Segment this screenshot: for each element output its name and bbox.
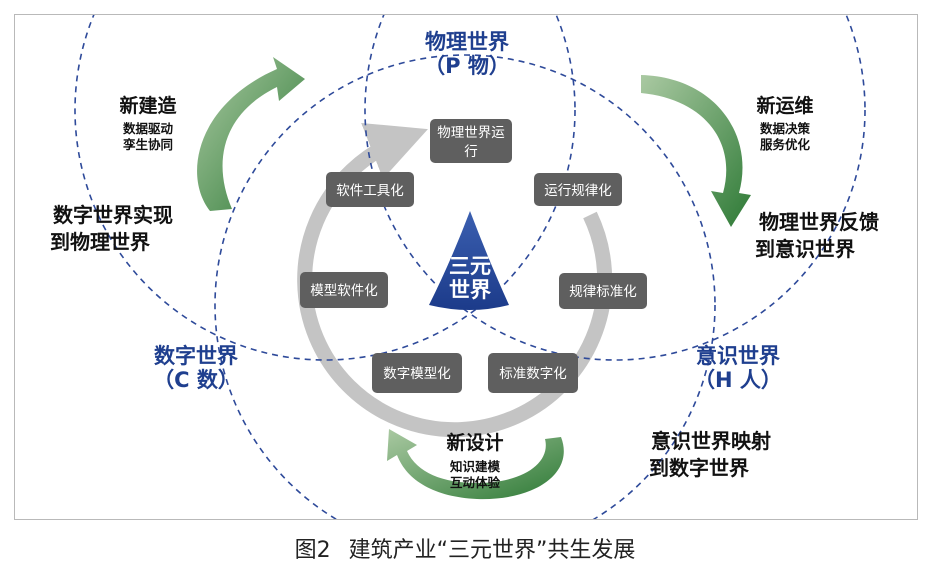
- svg-text:运行规律化: 运行规律化: [544, 183, 612, 199]
- build-line1: 数据驱动: [122, 121, 174, 136]
- cycle-box: 标准数字化: [488, 353, 578, 393]
- cycle-ring: [297, 123, 613, 438]
- design-title: 新设计: [446, 431, 503, 454]
- consciousness-world-name: 意识世界: [696, 344, 780, 368]
- svg-text:软件工具化: 软件工具化: [336, 183, 404, 199]
- cycle-box: 软件工具化: [326, 172, 414, 207]
- consciousness-world-code: （H 人）: [694, 368, 782, 392]
- svg-text:标准数字化: 标准数字化: [499, 366, 567, 382]
- build-arrow: [197, 57, 305, 211]
- physical-world-name: 物理世界: [425, 30, 509, 54]
- flow-consciousness-digital-2: 到数字世界: [649, 456, 749, 480]
- operate-line2: 服务优化: [760, 137, 811, 152]
- caption-title: 建筑产业“三元世界”共生发展: [348, 538, 636, 563]
- svg-text:行: 行: [464, 144, 478, 160]
- digital-world-name: 数字世界: [154, 344, 238, 368]
- cycle-box: 物理世界运 行: [430, 119, 512, 163]
- physical-world-code: （P 物）: [424, 54, 510, 78]
- cycle-box: 运行规律化: [534, 173, 622, 206]
- svg-text:物理世界运: 物理世界运: [437, 125, 505, 141]
- cycle-box: 数字模型化: [372, 353, 462, 393]
- design-arrow: [387, 429, 564, 500]
- caption-figure-number: 图2: [294, 538, 331, 563]
- svg-text:模型软件化: 模型软件化: [310, 283, 378, 299]
- design-line2: 互动体验: [450, 475, 501, 490]
- cycle-box: 规律标准化: [559, 273, 647, 309]
- physical-world-circle: [214, 54, 716, 519]
- build-title: 新建造: [119, 94, 177, 117]
- operate-line1: 数据决策: [759, 121, 811, 136]
- operate-arrow: [641, 75, 751, 227]
- svg-text:数字模型化: 数字模型化: [383, 366, 451, 382]
- three-worlds-diagram: 三元 世界 物理世界运 行 运行规律化 规律标准化 标准数字化 数字模型化 模型…: [50, 15, 879, 519]
- digital-world-circle: [74, 15, 576, 361]
- figure-frame: 三元 世界 物理世界运 行 运行规律化 规律标准化 标准数字化 数字模型化 模型…: [14, 14, 918, 520]
- flow-digital-physical-2: 到物理世界: [50, 230, 150, 254]
- three-worlds-center: 三元 世界: [429, 211, 509, 310]
- operate-title: 新运维: [756, 94, 813, 117]
- build-line2: 孪生协同: [123, 137, 173, 152]
- cycle-box: 模型软件化: [300, 272, 388, 308]
- flow-consciousness-digital-1: 意识世界映射: [651, 429, 771, 453]
- flow-physical-consciousness-2: 到意识世界: [755, 237, 855, 261]
- digital-world-code: （C 数）: [153, 368, 239, 392]
- svg-text:规律标准化: 规律标准化: [569, 284, 637, 300]
- consciousness-world-circle: [364, 15, 866, 361]
- flow-digital-physical-1: 数字世界实现: [53, 203, 173, 227]
- center-line1: 三元: [449, 254, 491, 278]
- figure-caption: 图2 建筑产业“三元世界”共生发展: [0, 532, 930, 564]
- design-line1: 知识建模: [449, 459, 501, 474]
- flow-physical-consciousness-1: 物理世界反馈: [759, 210, 879, 234]
- center-line2: 世界: [449, 278, 491, 302]
